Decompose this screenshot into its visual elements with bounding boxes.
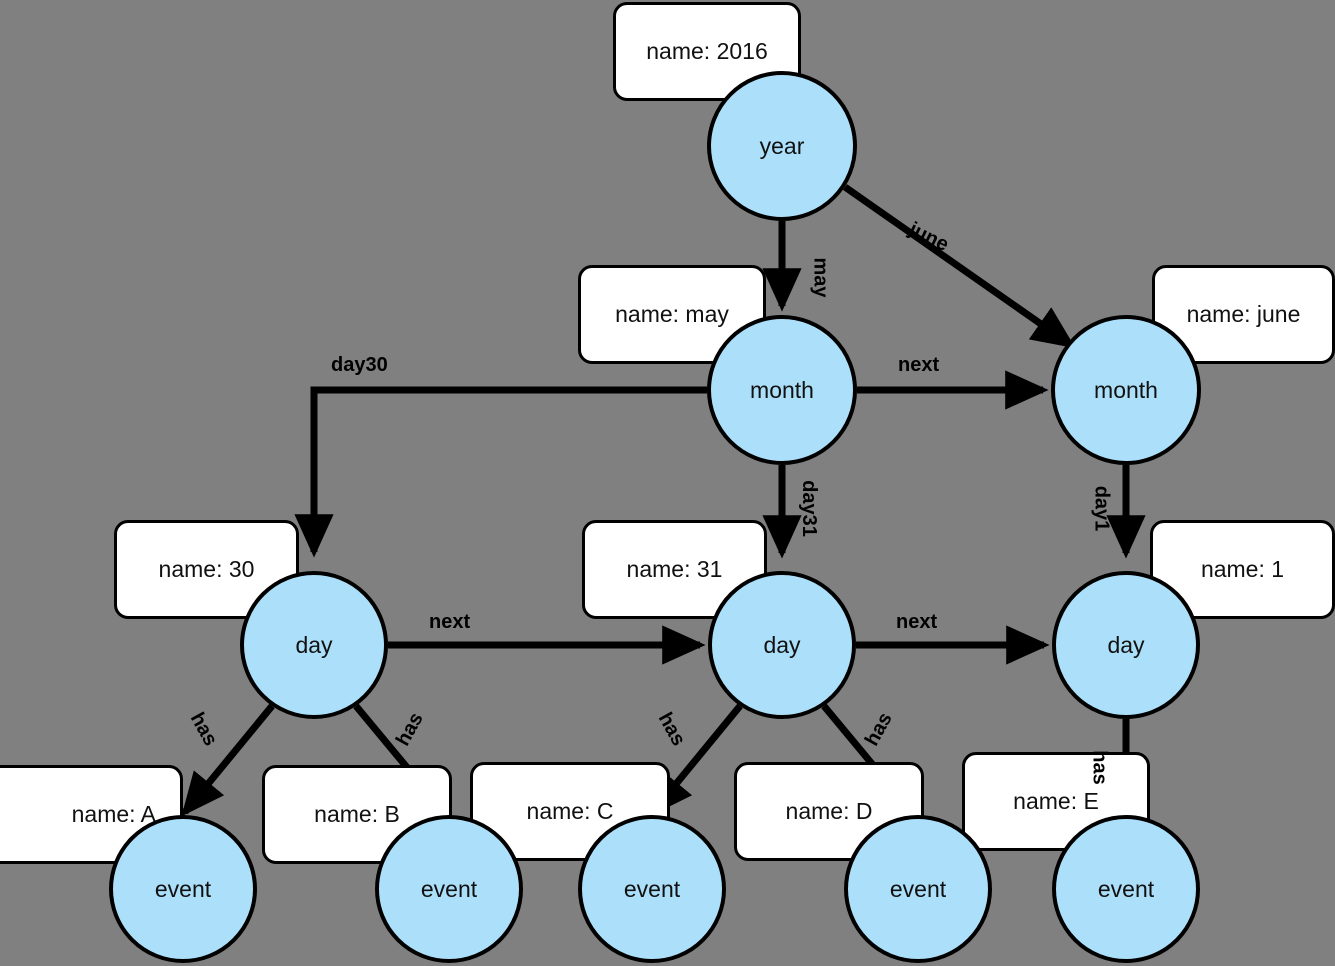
node-year-2016[interactable]: year: [707, 71, 857, 221]
property-text: name: 2016: [646, 38, 768, 64]
property-text: name: 1: [1200, 556, 1285, 582]
node-day-30[interactable]: day: [240, 571, 388, 719]
property-text: name: D: [785, 798, 873, 824]
edge-label-text: day1: [1090, 485, 1113, 532]
node-event-b[interactable]: event: [375, 815, 523, 963]
edge-label-has-e: has: [1088, 750, 1111, 784]
node-label: event: [623, 875, 681, 902]
edge-label-next-day31-day1: next: [896, 611, 937, 634]
node-label: event: [1097, 875, 1155, 902]
property-text: name: june: [1186, 301, 1301, 327]
node-month-june[interactable]: month: [1051, 315, 1201, 465]
property-text: name: A: [71, 801, 156, 827]
edge-label-text: day31: [797, 480, 820, 537]
node-event-e[interactable]: event: [1052, 815, 1200, 963]
edge-label-next-day30-day31: next: [429, 611, 470, 634]
edge-may-day30: [294, 386, 707, 558]
property-text: name: E: [1013, 788, 1099, 814]
node-label: month: [750, 376, 814, 403]
edge-label-day1: day1: [1089, 486, 1112, 532]
edge-year-june: [842, 184, 1076, 349]
node-label: day: [1107, 631, 1145, 658]
property-box-year: name: 2016: [613, 2, 801, 101]
node-label: day: [295, 631, 333, 658]
edge-label-next-may-june: next: [898, 354, 939, 377]
edge-label-may: may: [809, 257, 832, 297]
edge-label-day30: day30: [331, 354, 388, 377]
node-event-d[interactable]: event: [844, 815, 992, 963]
property-text: name: B: [314, 801, 400, 827]
node-label: event: [420, 875, 478, 902]
node-label: day: [763, 631, 801, 658]
node-month-may[interactable]: month: [707, 315, 857, 465]
property-text: name: 31: [626, 556, 723, 582]
node-day-1[interactable]: day: [1052, 571, 1200, 719]
edge-label-text: next: [898, 354, 940, 376]
node-label: year: [759, 132, 805, 159]
edge-label-text: next: [896, 611, 938, 633]
node-event-a[interactable]: event: [109, 815, 257, 963]
edge-label-text: may: [809, 257, 832, 298]
property-text: name: 30: [158, 556, 255, 582]
edge-day30-has-eventA: [181, 703, 275, 817]
edge-label-day31: day31: [797, 480, 820, 537]
node-label: event: [889, 875, 947, 902]
edge-label-text: has: [1088, 750, 1111, 785]
edge-label-text: next: [429, 611, 471, 633]
node-label: month: [1094, 376, 1158, 403]
node-event-c[interactable]: event: [578, 815, 726, 963]
node-day-31[interactable]: day: [708, 571, 856, 719]
edge-label-text: day30: [331, 354, 388, 376]
node-label: event: [154, 875, 212, 902]
property-text: name: C: [526, 798, 614, 824]
property-text: name: may: [615, 301, 729, 327]
